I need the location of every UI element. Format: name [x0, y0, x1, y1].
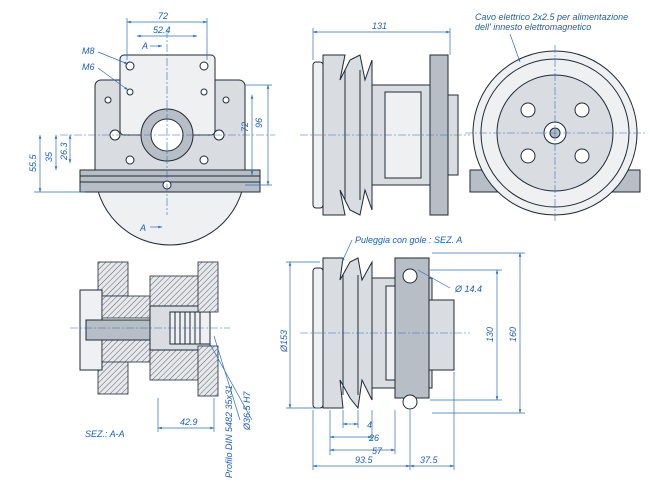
thread-m6-label: M6: [82, 62, 95, 72]
front-dim-72: 72: [158, 11, 168, 21]
side-dim-153: Ø153: [279, 330, 289, 353]
side-dim-57: 57: [372, 446, 383, 456]
front-dim-72-vertical: 72: [240, 122, 250, 132]
front-dim-26-3: 26.3: [59, 142, 69, 161]
section-mark-bottom: A: [139, 223, 146, 233]
side-view-top: 131: [300, 21, 470, 216]
side-dim-4: 4: [367, 420, 372, 430]
side-dim-160: 160: [508, 327, 518, 342]
section-dim-36-5: Ø36.5 H7: [242, 390, 252, 431]
front-dim-55-5: 55.5: [28, 153, 38, 172]
section-profile-label: Profilo DIN 5482 35x31: [224, 385, 234, 478]
side-dim-14-4: Ø 14.4: [454, 284, 482, 294]
section-label: SEZ.: A-A: [85, 429, 125, 439]
thread-m8-label: M8: [82, 46, 95, 56]
side-dim-93-5: 93.5: [355, 455, 374, 465]
front-dim-96: 96: [254, 118, 264, 128]
section-dim-42-9: 42.9: [180, 417, 198, 427]
front-dim-52-4: 52.4: [153, 25, 171, 35]
section-view: 42.9 Profilo DIN 5482 35x31 Ø36.5 H7 SEZ…: [70, 261, 253, 478]
cable-note-line1: Cavo elettrico 2x2.5 per alimentazione: [475, 12, 628, 22]
rear-view: Cavo elettrico 2x2.5 per alimentazione d…: [465, 12, 645, 222]
cable-note-line2: dell' innesto elettromagnetico: [475, 22, 591, 32]
front-view: 72 52.4 A A M8 M6 96 72 55.5 35 26.3: [28, 11, 275, 246]
side-dim-130: 130: [485, 327, 495, 342]
side-dim-131: 131: [372, 21, 387, 31]
side-dim-26: 26: [368, 433, 379, 443]
side-dim-37-5: 37.5: [420, 455, 439, 465]
pulley-note: Puleggia con gole : SEZ. A: [355, 235, 462, 245]
section-mark-top: A: [141, 41, 148, 51]
side-view-bottom: Puleggia con gole : SEZ. A Ø153 Ø 14.4 1…: [279, 235, 525, 470]
front-dim-35: 35: [44, 151, 54, 162]
